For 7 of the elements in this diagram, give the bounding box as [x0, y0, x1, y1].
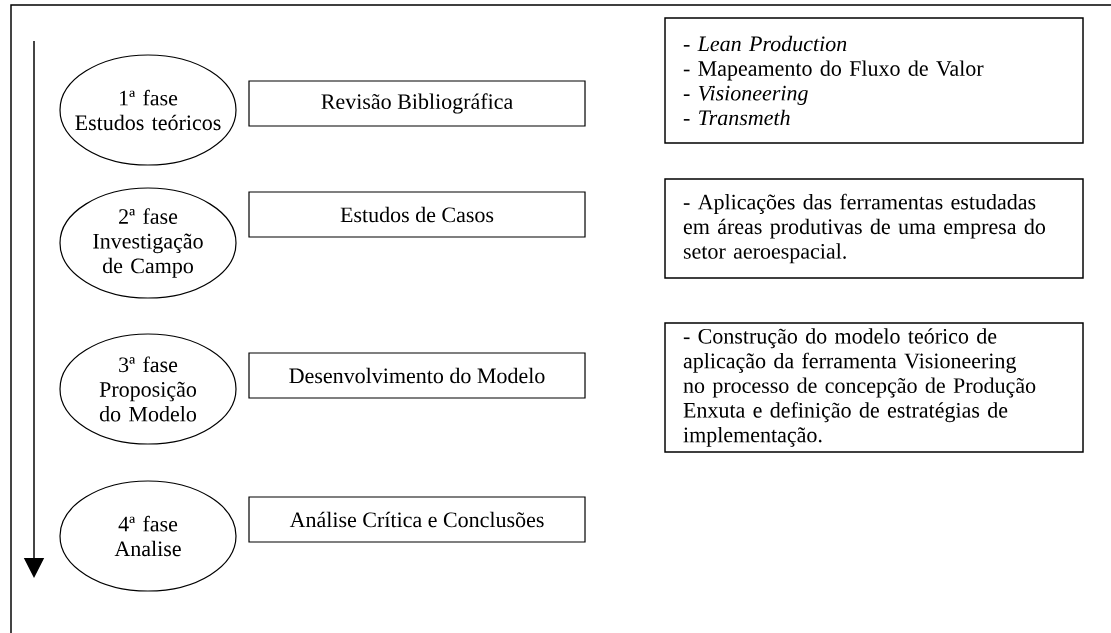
- step-box: Revisão Bibliográfica: [248, 80, 586, 127]
- step-box: Desenvolvimento do Modelo: [248, 352, 586, 399]
- step-box: Estudos de Casos: [248, 191, 586, 238]
- note-box: - Lean Production - Mapeamento do Fluxo de Valor - Visioneering - Transmeth: [664, 17, 1084, 144]
- note-box: - Construção do modelo teórico de aplicação da ferramenta Visioneering no processo de concepção de Produção Enxuta e definição de estratégias de implementação.: [664, 322, 1084, 453]
- step-box: Análise Crítica e Conclusões: [248, 496, 586, 543]
- note-box: - Aplicações das ferramentas estudadas em áreas produtivas de uma empresa do setor aeroespacial.: [664, 178, 1084, 279]
